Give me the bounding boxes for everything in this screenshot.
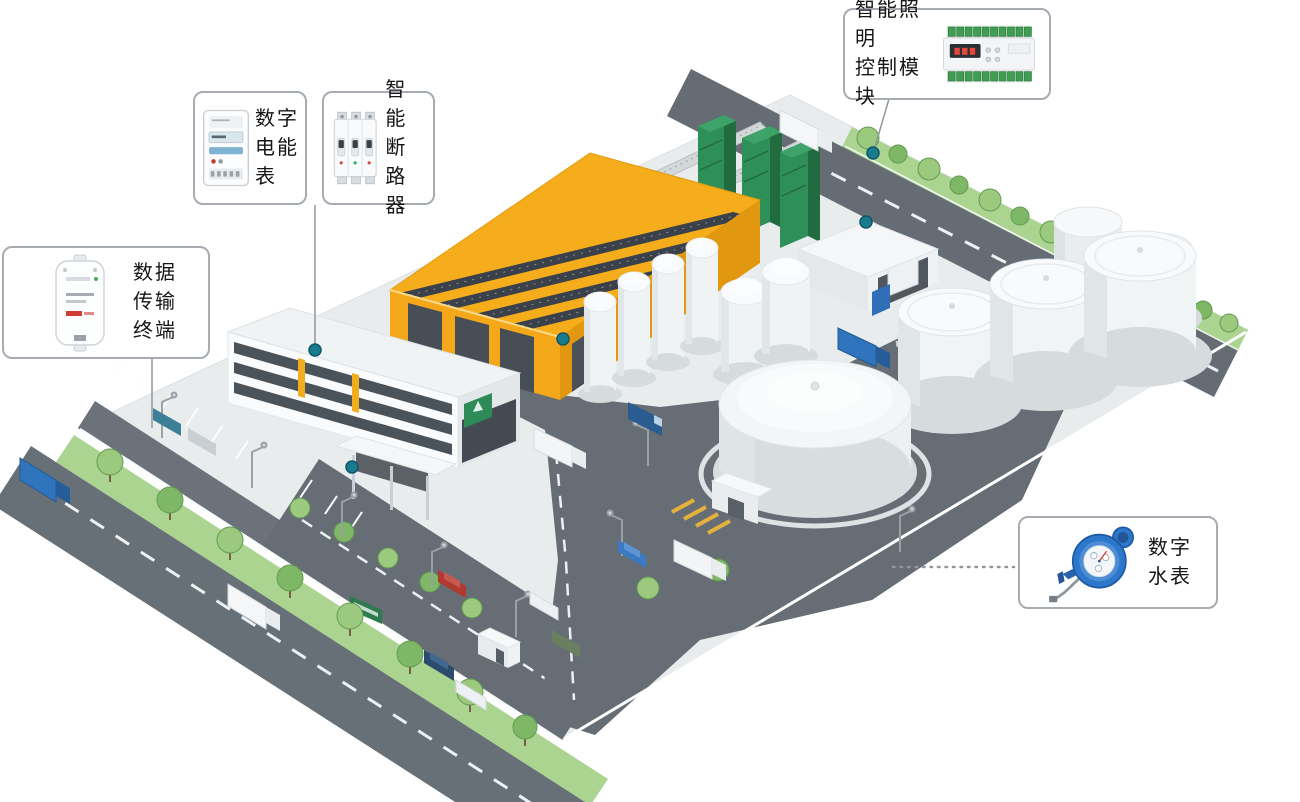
- digital-water-meter-image: [1049, 525, 1134, 602]
- smart-circuit-breaker-image: [333, 111, 377, 185]
- data-terminal-label: 数据 传输 终端: [133, 262, 177, 342]
- data-transmission-terminal-image: [55, 254, 105, 351]
- callout-digital-water-meter: 数字 水表: [1018, 516, 1218, 609]
- silo-cluster: [578, 237, 818, 403]
- callout-lighting-control-module: 智能照明 控制模块: [843, 0, 1051, 108]
- water-meter-label: 数字 水表: [1148, 536, 1192, 588]
- leader-lighting: [873, 98, 890, 151]
- callout-smart-circuit-breaker: 智能 断路 器: [322, 79, 435, 217]
- digital-energy-meter-image: [203, 109, 249, 187]
- callout-data-transmission-terminal: 数据 传输 终端: [2, 246, 210, 359]
- dome-tank: [698, 359, 932, 529]
- callout-digital-energy-meter: 数字 电能 表: [193, 91, 307, 205]
- leader-lines: [151, 98, 1016, 569]
- circuit-breaker-label: 智能 断路 器: [385, 78, 408, 217]
- guard-hut: [476, 627, 522, 668]
- lighting-control-module-image: [943, 25, 1035, 83]
- garage-building: [796, 220, 940, 316]
- marker-office-roof: [308, 343, 322, 357]
- marker-garage: [859, 215, 873, 229]
- marker-lighting: [866, 146, 880, 160]
- energy-meter-label: 数字 电能 表: [255, 107, 299, 188]
- marker-office-entrance: [345, 460, 359, 474]
- lighting-control-label: 智能照明 控制模块: [855, 0, 921, 108]
- site-sign: [350, 596, 382, 624]
- office-building: [226, 307, 522, 520]
- street-lamps: [161, 391, 916, 637]
- storage-tanks: [882, 206, 1212, 434]
- device-location-markers: [308, 146, 880, 474]
- vehicles: [19, 109, 890, 711]
- marker-factory: [556, 332, 570, 346]
